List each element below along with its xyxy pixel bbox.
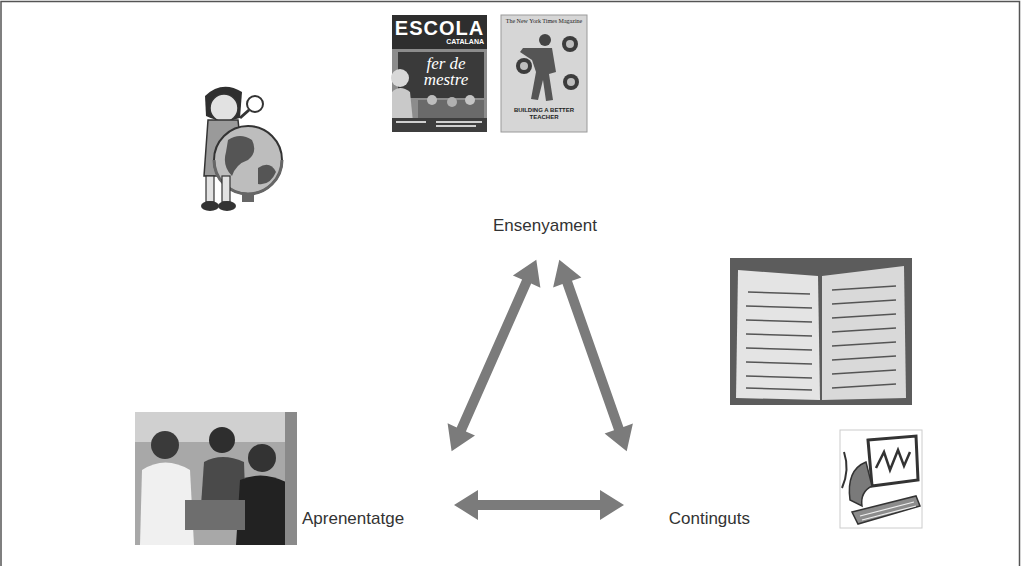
notebook-page — [736, 270, 820, 400]
icon-circle-inner — [520, 62, 528, 70]
cover-background — [392, 15, 487, 132]
pupil-head — [447, 97, 457, 107]
photo-background — [730, 258, 912, 405]
icon-circle-inner — [566, 40, 574, 48]
icon-circle — [516, 58, 532, 74]
computer-body — [849, 462, 872, 506]
monitor — [868, 436, 918, 486]
icon-circle — [562, 36, 578, 52]
handwriting-lines — [746, 292, 812, 390]
monitor-graph — [876, 450, 910, 470]
concept-node: Continguts — [628, 455, 760, 533]
blackboard — [398, 52, 484, 98]
mouse-cable — [842, 452, 847, 488]
cover-text: ESCOLA — [394, 17, 485, 39]
globe-stand — [242, 194, 254, 202]
double-arrow — [448, 260, 541, 452]
footer-line — [436, 121, 482, 123]
concept-node: Aprenentatge — [300, 455, 450, 533]
cover-text: CATALANA — [428, 38, 484, 46]
magazine-cover-escola — [391, 15, 487, 132]
concept-label: Ensenyament — [493, 216, 597, 236]
footer-line — [396, 121, 426, 123]
girl-leg — [222, 176, 230, 202]
pupil-head — [427, 95, 437, 105]
concept-node: Ensenyament — [465, 212, 625, 256]
icon-circle — [563, 74, 579, 90]
clipart-background — [840, 430, 922, 528]
footer-line — [436, 125, 476, 127]
student-head — [209, 427, 235, 453]
cover-masthead — [392, 15, 487, 49]
figure-body — [520, 48, 556, 101]
students-photo — [135, 412, 297, 545]
girl-shoe — [218, 201, 236, 211]
photo-background — [135, 412, 297, 545]
teacher-head — [391, 69, 409, 87]
magnifier-handle — [240, 110, 249, 118]
handwriting-lines — [832, 286, 896, 388]
pupil-head — [465, 95, 475, 105]
magnifier-lens — [247, 96, 263, 112]
keyboard — [852, 496, 920, 524]
girl-leg — [206, 176, 214, 202]
globe-land — [225, 136, 254, 176]
double-arrow — [553, 260, 633, 451]
cover-text: BUILDING A BETTER TEACHER — [503, 107, 585, 121]
cover-background — [501, 15, 587, 132]
keyboard-keys — [860, 502, 916, 520]
cover-footer — [392, 118, 487, 132]
notebook-photo — [730, 258, 912, 405]
figure-head — [539, 34, 551, 46]
cover-text: The New York Times Magazine — [503, 18, 585, 25]
girl-shoe — [201, 201, 219, 211]
computer-clipart — [840, 430, 922, 528]
girl-with-globe-clipart — [201, 87, 282, 211]
girl-face — [210, 94, 238, 122]
student-head — [151, 431, 179, 459]
icon-circle-inner — [567, 78, 575, 86]
concept-label: Continguts — [669, 509, 750, 529]
student-head — [248, 444, 276, 472]
concept-label: Aprenentatge — [302, 509, 404, 529]
lab-equipment — [185, 500, 245, 530]
magazine-cover-nyt — [501, 15, 587, 132]
photo-edge — [285, 412, 297, 545]
notebook-page — [822, 266, 906, 400]
double-arrow — [454, 490, 624, 520]
cover-text: fer de mestre — [410, 56, 482, 88]
